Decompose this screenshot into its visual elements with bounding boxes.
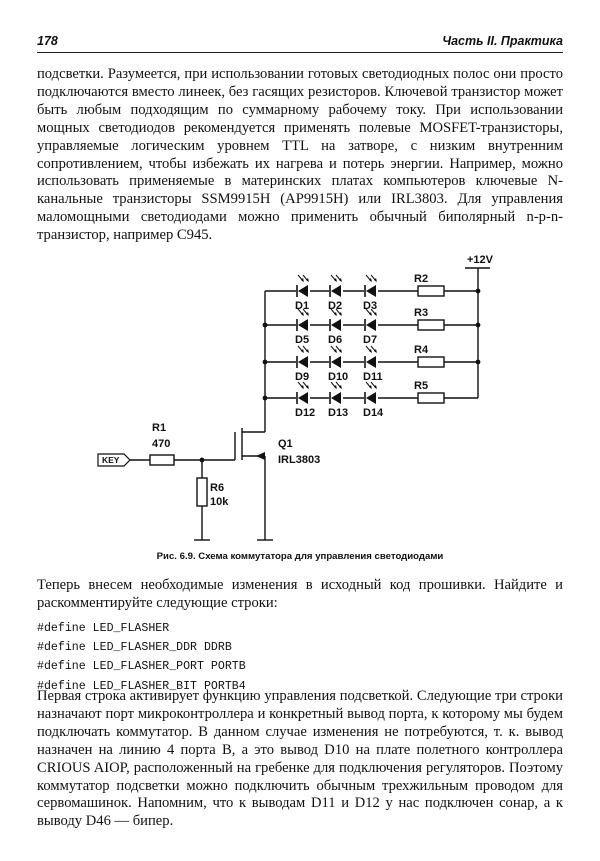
led-label: D5 <box>295 334 309 346</box>
code-line: #define LED_FLASHER <box>37 622 170 635</box>
page-header: 178 Часть II. Практика <box>37 30 563 53</box>
code-block: #define LED_FLASHER #define LED_FLASHER_… <box>37 619 563 696</box>
r2-label: R2 <box>414 273 428 285</box>
led-diode <box>296 381 310 404</box>
led-diode <box>296 308 310 331</box>
r1-name: R1 <box>152 422 166 434</box>
led-diode <box>296 274 310 297</box>
q1-part: IRL3803 <box>278 454 320 466</box>
led-diode <box>329 345 343 368</box>
r4-label: R4 <box>414 344 429 356</box>
led-diode <box>329 381 343 404</box>
paragraph-explanation: Первая строка активирует функцию управле… <box>37 688 563 830</box>
key-input-tag <box>97 453 131 467</box>
resistor-r5 <box>417 392 445 404</box>
resistor-r3 <box>417 319 445 331</box>
resistor-r2 <box>417 285 445 297</box>
figure-caption: Рис. 6.9. Схема коммутатора для управлен… <box>156 551 444 562</box>
led-diode <box>364 274 378 297</box>
led-diode <box>364 308 378 331</box>
led-label: D6 <box>328 334 342 346</box>
led-label: D12 <box>295 407 315 419</box>
key-label: KEY <box>102 455 120 465</box>
led-diode <box>329 274 343 297</box>
led-label: D13 <box>328 407 348 419</box>
led-diode <box>296 345 310 368</box>
resistor-r4 <box>417 356 445 368</box>
code-line: #define LED_FLASHER_PORT PORTB <box>37 660 246 674</box>
led-label: D7 <box>363 334 377 346</box>
led-label: D3 <box>363 300 377 312</box>
led-label: D1 <box>295 300 309 312</box>
r1-value: 470 <box>152 438 170 450</box>
resistor-r6 <box>196 477 208 507</box>
led-label: D14 <box>363 407 384 419</box>
supply-label: +12V <box>467 254 494 266</box>
code-line: #define LED_FLASHER_DDR DDRB <box>37 641 232 655</box>
paragraph-instruction: Теперь внесем необходимые изменения в ис… <box>37 577 563 611</box>
r5-label: R5 <box>414 380 428 392</box>
code-line: #define LED_FLASHER_BIT PORTB4 <box>37 679 246 693</box>
led-diode <box>364 381 378 404</box>
running-title: Часть II. Практика <box>442 34 563 48</box>
r6-value: 10k <box>210 496 229 508</box>
led-label: D9 <box>295 371 309 383</box>
led-label: D10 <box>328 371 348 383</box>
resistor-r1 <box>149 454 175 466</box>
q1-name: Q1 <box>278 438 293 450</box>
led-label: D11 <box>363 371 383 383</box>
led-label: D2 <box>328 300 342 312</box>
r3-label: R3 <box>414 307 428 319</box>
led-diode <box>329 308 343 331</box>
paragraph-intro: подсветки. Разумеется, при использовании… <box>37 66 563 244</box>
led-diode <box>364 345 378 368</box>
page-number: 178 <box>37 34 58 48</box>
r6-name: R6 <box>210 482 224 494</box>
